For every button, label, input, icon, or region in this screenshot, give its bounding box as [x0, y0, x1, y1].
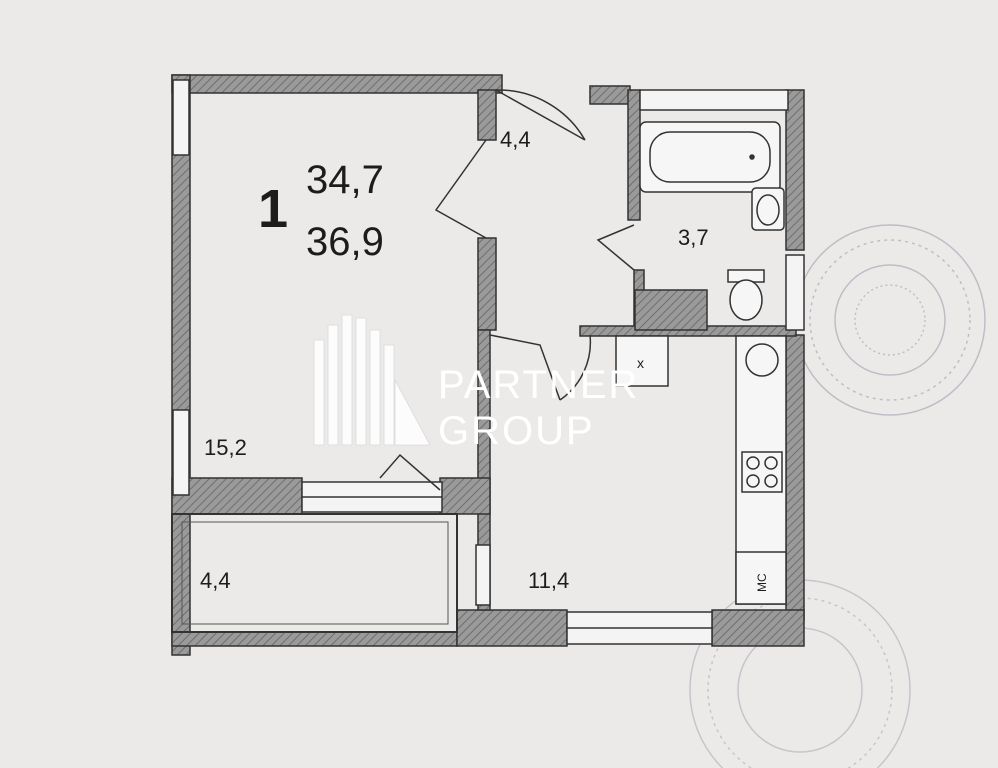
rooms-count: 1	[258, 179, 288, 239]
vent-box	[615, 335, 669, 387]
watermark-line1: PARTNER	[438, 363, 639, 407]
living-area: 34,7	[306, 158, 384, 202]
door-balcony	[379, 453, 441, 491]
window-left-top	[172, 79, 190, 156]
bathroom-area: 3,7	[678, 225, 709, 250]
hallway-area: 4,4	[500, 127, 531, 152]
walls	[171, 74, 805, 656]
kitchen-area: 11,4	[528, 568, 569, 593]
window-right	[785, 254, 805, 331]
total-area: 36,9	[306, 220, 384, 264]
door-living	[434, 139, 487, 239]
utility-closet-label: МС	[755, 573, 769, 592]
stove-icon	[741, 451, 783, 493]
loggia-area: 4,4	[200, 568, 231, 593]
loggia-outline	[171, 513, 458, 633]
window-left-bottom	[172, 409, 190, 496]
shaft-icon	[634, 289, 708, 331]
utility-closet-box	[735, 551, 787, 605]
toilet-icon	[729, 279, 763, 321]
door-kitchen	[489, 334, 592, 401]
window-bath	[639, 89, 789, 111]
door-entrance	[495, 89, 586, 141]
window-loggia	[475, 544, 491, 606]
doors	[379, 89, 635, 491]
kitchen-sink-icon	[745, 343, 779, 377]
living-room-area: 15,2	[204, 435, 247, 460]
vent-mark: x	[637, 355, 644, 371]
door-bathroom	[596, 224, 635, 271]
partner-group-logo	[313, 314, 431, 446]
windows	[172, 79, 805, 645]
watermark-line2: GROUP	[438, 409, 595, 453]
bathroom-fixtures	[634, 121, 785, 331]
kitchen-fixtures	[615, 335, 787, 605]
